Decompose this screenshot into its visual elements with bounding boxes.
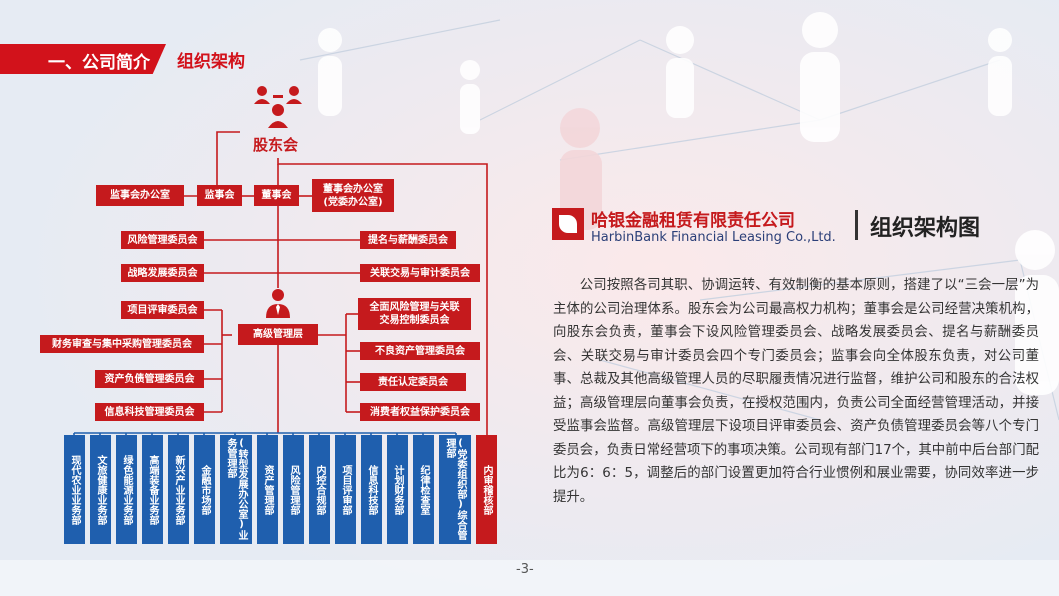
- org-chart-title: 组织架构图: [870, 216, 981, 241]
- page-number: -3-: [516, 562, 534, 577]
- dept-modern-agriculture: 现代农业业务部: [64, 435, 85, 544]
- consumer-protection-committee-box: 消费者权益保护委员会: [360, 403, 480, 421]
- senior-management-box: 高级管理层: [238, 324, 318, 345]
- board-office-box: 董事会办公室 (党委办公室): [312, 179, 394, 212]
- logo-company-name-cn: 哈银金融租赁有限责任公司: [591, 211, 795, 231]
- shareholders-label: 股东会: [253, 136, 299, 154]
- company-logo: 哈银金融租赁有限责任公司 HarbinBank Financial Leasin…: [552, 206, 842, 246]
- asset-liability-committee-box: 资产负债管理委员会: [95, 370, 204, 388]
- nomination-committee-box: 提名与薪酬委员会: [360, 231, 456, 249]
- dept-culture-tourism-health: 文旅健康业务部: [90, 435, 111, 544]
- risk-related-party-committee-box: 全面风险管理与关联 交易控制委员会: [358, 298, 471, 330]
- supervisory-office-box: 监事会办公室: [96, 185, 184, 206]
- project-review-committee-box: 项目评审委员会: [121, 301, 204, 319]
- dept-planning-finance: 计划财务部: [387, 435, 408, 544]
- dept-internal-control: 内控合规部: [309, 435, 330, 544]
- logo-divider: [855, 210, 858, 240]
- dept-general-management: (党委组织部)综合管理部: [439, 435, 471, 544]
- supervisory-board-box: 监事会: [197, 185, 242, 206]
- shareholders-icon: [254, 86, 302, 128]
- strategy-committee-box: 战略发展委员会: [121, 264, 204, 282]
- dept-asset-management: 资产管理部: [257, 435, 278, 544]
- company-description: 公司按照各司其职、协调运转、有效制衡的基本原则，搭建了以“三会一层”为主体的公司…: [553, 278, 1039, 505]
- management-icon: [266, 289, 290, 318]
- dept-information-technology: 信息科技部: [361, 435, 382, 544]
- dept-financial-markets: 金融市场部: [194, 435, 215, 544]
- finance-procurement-committee-box: 财务审查与集中采购管理委员会: [40, 335, 204, 353]
- logo-company-name-en: HarbinBank Financial Leasing Co.,Ltd.: [591, 230, 836, 245]
- dept-discipline-inspection: 纪律检查室: [413, 435, 434, 544]
- board-of-directors-box: 董事会: [254, 185, 299, 206]
- dept-project-review: 项目评审部: [335, 435, 356, 544]
- dept-internal-audit: 内审稽核部: [476, 435, 497, 544]
- risk-committee-box: 风险管理委员会: [121, 231, 204, 249]
- dept-risk-management: 风险管理部: [283, 435, 304, 544]
- audit-committee-box: 关联交易与审计委员会: [360, 264, 480, 282]
- dept-emerging-industries: 新兴产业业务部: [168, 435, 189, 544]
- dept-high-end-equipment: 高端装备业务部: [142, 435, 163, 544]
- dept-business-management: (转型发展办公室)业务管理部: [220, 435, 252, 544]
- section-header: 一、公司简介: [0, 44, 166, 74]
- section-subtitle: 组织架构: [177, 52, 245, 72]
- it-management-committee-box: 信息科技管理委员会: [95, 403, 204, 421]
- npa-committee-box: 不良资产管理委员会: [360, 342, 480, 360]
- section-title: 一、公司简介: [48, 53, 150, 73]
- dept-green-energy: 绿色能源业务部: [116, 435, 137, 544]
- logo-mark-icon: [552, 208, 584, 240]
- accountability-committee-box: 责任认定委员会: [360, 373, 466, 391]
